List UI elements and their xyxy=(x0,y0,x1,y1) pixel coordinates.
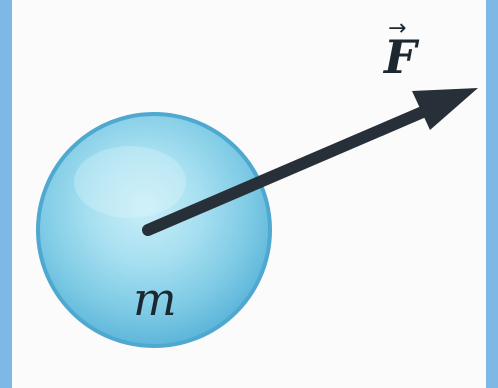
vector-arrow-mark: → xyxy=(388,16,407,41)
force-arrow xyxy=(142,88,478,236)
mass-label: m xyxy=(133,272,177,326)
force-label: F xyxy=(384,30,417,84)
